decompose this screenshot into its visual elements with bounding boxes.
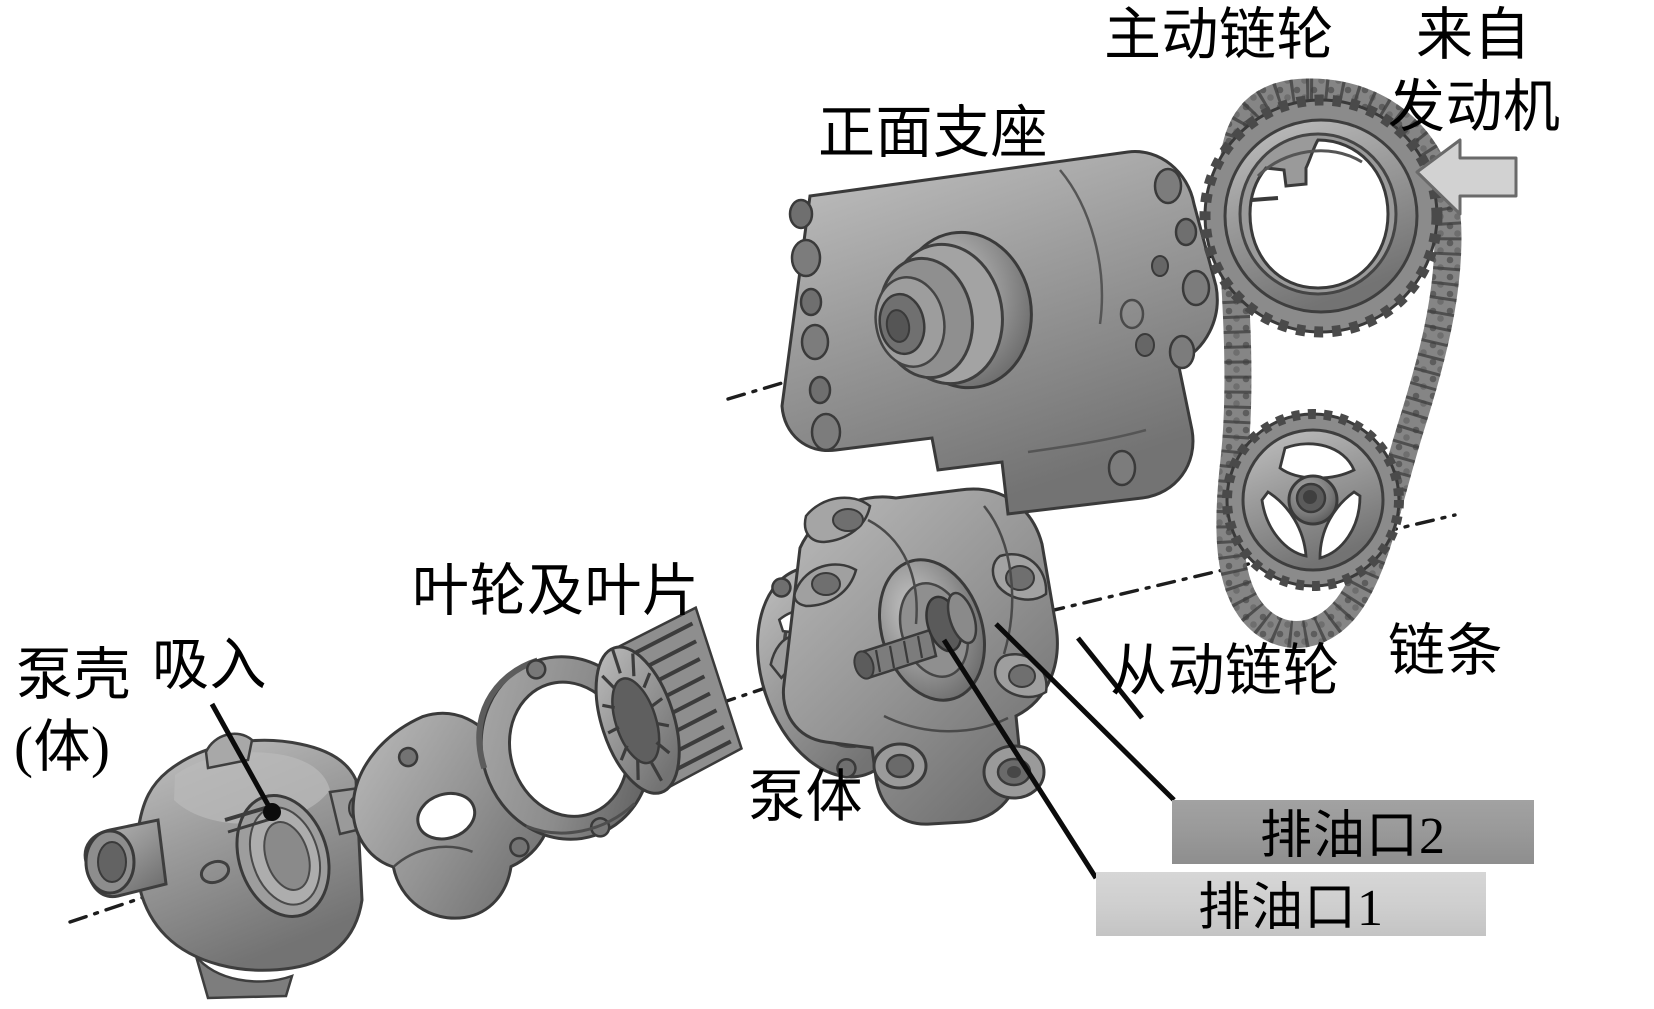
label-front-bracket: 正面支座 xyxy=(818,102,1048,165)
label-from-engine-line1: 来自 xyxy=(1416,4,1531,67)
driven-sprocket xyxy=(1222,409,1404,591)
label-impeller-and-vanes: 叶轮及叶片 xyxy=(412,560,700,623)
label-chain: 链条 xyxy=(1388,620,1503,683)
bracket-bolt-holes-left xyxy=(788,198,842,452)
label-pump-body: 泵体 xyxy=(748,766,863,829)
label-pump-housing-line2: (体) xyxy=(14,716,111,779)
engine-input-arrow-icon xyxy=(1415,138,1518,216)
drive-sprocket-teeth xyxy=(1199,94,1443,338)
pump-body-lower-bosses xyxy=(872,742,1046,800)
callout-drain-port-1: 排油口1 xyxy=(1096,872,1486,937)
callout-drain-port-2: 排油口2 xyxy=(1172,800,1534,865)
leader-suction xyxy=(209,702,281,821)
label-from-engine-line2: 发动机 xyxy=(1388,76,1561,139)
pump-body xyxy=(781,487,1059,826)
label-driven-sprocket: 从动链轮 xyxy=(1110,640,1340,703)
leader-drain-port-2 xyxy=(994,622,1176,802)
front-bracket xyxy=(780,150,1219,516)
pump-housing xyxy=(83,732,384,1000)
bracket-bolt-holes-right xyxy=(1107,167,1211,487)
drive-sprocket xyxy=(1199,94,1443,338)
label-drive-sprocket: 主动链轮 xyxy=(1104,4,1334,67)
housing-suction-spout xyxy=(83,818,168,899)
leader-driven-sprocket xyxy=(1076,636,1144,720)
vane-rotor xyxy=(594,605,744,795)
label-suction: 吸入 xyxy=(152,634,267,697)
bracket-bearing-boss xyxy=(874,230,1033,390)
label-pump-housing-line1: 泵壳 xyxy=(16,644,131,707)
leader-drain-port-1 xyxy=(941,638,1099,880)
